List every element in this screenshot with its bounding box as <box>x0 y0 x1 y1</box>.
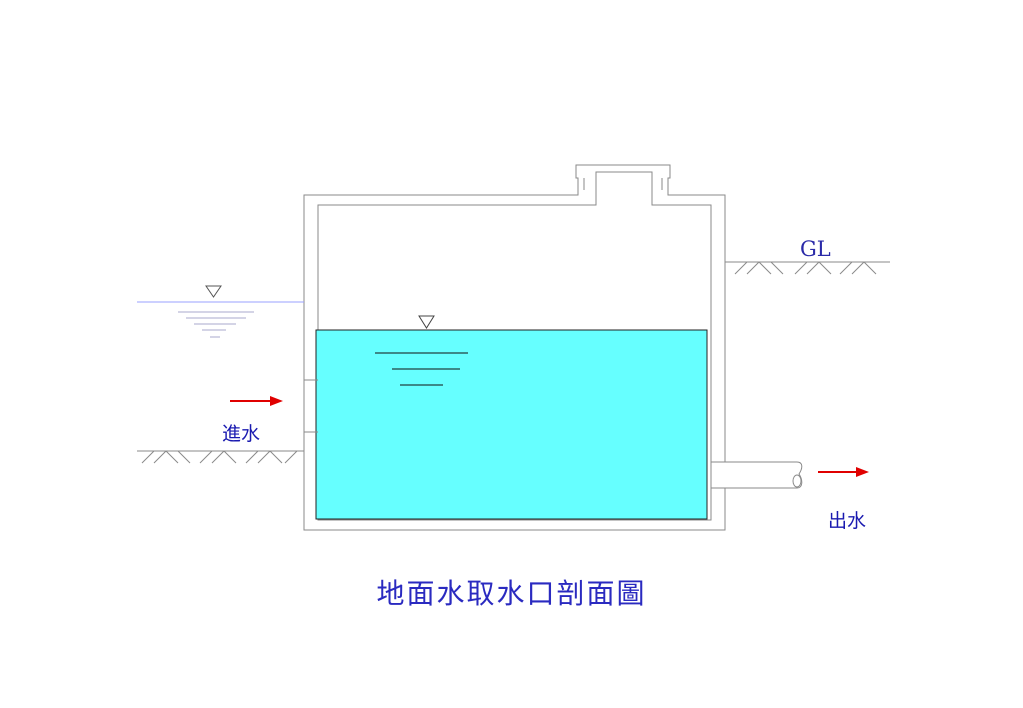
inflow-label: 進水 <box>222 423 261 445</box>
tank-outer-wall <box>303 164 726 531</box>
diagram-title: 地面水取水口剖面圖 <box>376 577 647 610</box>
ground-hatch-icon <box>137 450 304 464</box>
outflow-label: 出水 <box>828 510 867 532</box>
flow-arrow-icon <box>818 467 869 477</box>
ground-level-label: GL <box>800 237 831 261</box>
outlet-pipe <box>710 461 803 489</box>
tank-water <box>315 329 708 520</box>
ground-hatch-icon <box>724 261 890 292</box>
water-level-triangle-icon <box>205 285 222 298</box>
tank-inner-wall <box>317 171 712 521</box>
water-level-triangle-icon <box>418 315 435 329</box>
flow-arrow-icon <box>230 396 283 406</box>
